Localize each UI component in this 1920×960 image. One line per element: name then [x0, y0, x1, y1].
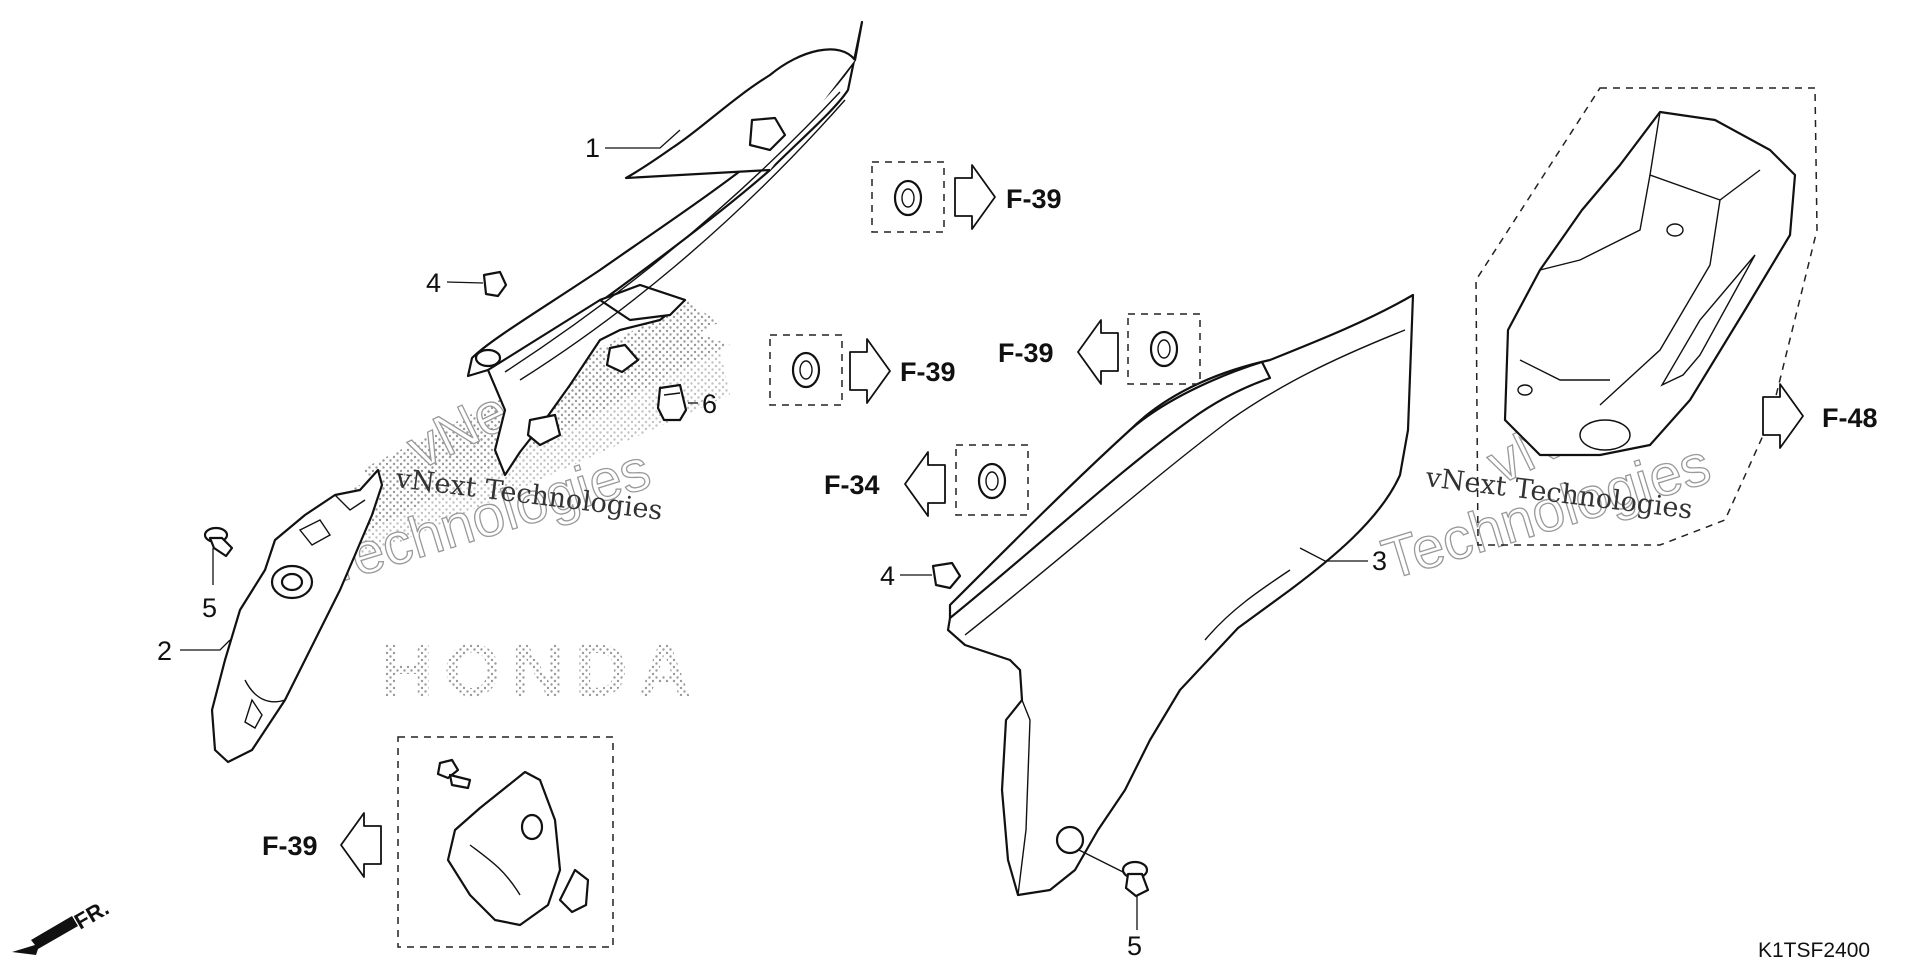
- callout-2: 2: [157, 636, 172, 666]
- leader-line-1: [605, 129, 681, 149]
- leader-line-3: [1299, 547, 1368, 562]
- part-2-lower-inner-cover[interactable]: [210, 468, 384, 764]
- ref-arrow-b: [849, 338, 891, 404]
- callout-5-left: 5: [202, 593, 217, 623]
- ref-box-grommet-b[interactable]: [769, 334, 843, 406]
- ref-label-a[interactable]: F-39: [1006, 184, 1062, 214]
- part-5-screw-left[interactable]: [203, 526, 234, 558]
- leader-line-5-right: [1078, 849, 1138, 930]
- callout-4-upper: 4: [426, 268, 441, 298]
- ref-arrow-e: [1762, 383, 1804, 449]
- leader-line-2: [180, 639, 231, 651]
- callout-6: 6: [702, 389, 717, 419]
- ref-label-f[interactable]: F-39: [262, 831, 318, 861]
- callout-1: 1: [585, 133, 600, 163]
- part-4-clip-upper[interactable]: [482, 270, 508, 298]
- ref-label-c[interactable]: F-39: [998, 338, 1054, 368]
- front-label: FR.: [70, 895, 113, 934]
- part-1-upper-cover[interactable]: [466, 20, 864, 477]
- ref-label-d[interactable]: F-34: [824, 470, 880, 500]
- ref-arrow-c: [1077, 319, 1119, 385]
- callout-3: 3: [1372, 546, 1387, 576]
- ref-box-bracket[interactable]: [397, 736, 614, 948]
- diagram-code: K1TSF2400: [1758, 939, 1870, 960]
- honda-brand-watermark: HONDA: [380, 629, 701, 712]
- ref-box-battery-cover[interactable]: [1475, 87, 1818, 546]
- leader-line-4-upper: [446, 281, 484, 284]
- part-6-clip[interactable]: [656, 383, 688, 422]
- part-4-clip-lower[interactable]: [931, 561, 962, 590]
- ref-label-b[interactable]: F-39: [900, 357, 956, 387]
- callout-5-right: 5: [1127, 931, 1142, 960]
- ref-arrow-f: [340, 812, 382, 878]
- ref-box-grommet-c[interactable]: [1127, 313, 1201, 385]
- front-direction-indicator: FR.: [12, 895, 113, 955]
- callout-4-lower: 4: [880, 561, 895, 591]
- part-3-side-cover[interactable]: [946, 293, 1415, 897]
- ref-label-e[interactable]: F-48: [1822, 403, 1878, 433]
- front-arrow-icon: [12, 916, 78, 955]
- ref-box-grommet-d[interactable]: [955, 444, 1029, 516]
- ref-box-grommet-a[interactable]: [871, 161, 945, 233]
- part-5-screw-right[interactable]: [1121, 860, 1150, 898]
- ref-arrow-a: [954, 164, 996, 230]
- ref-arrow-d: [904, 451, 946, 517]
